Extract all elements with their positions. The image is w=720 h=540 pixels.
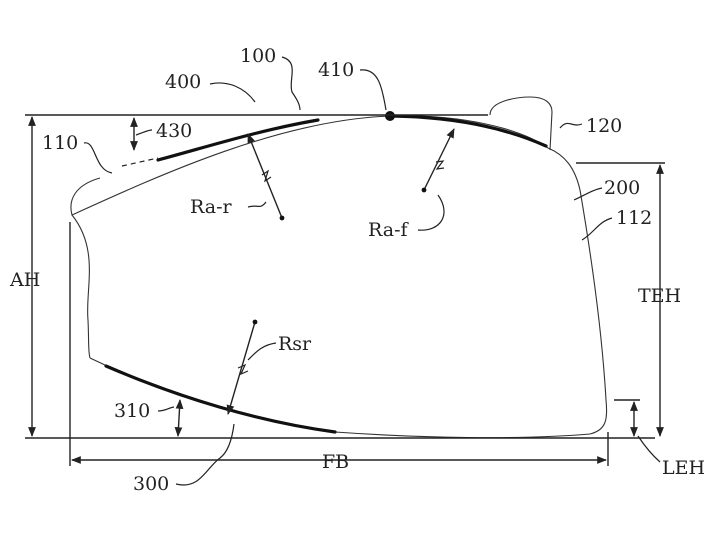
- label-ra-f: Ra-f: [368, 219, 409, 241]
- leader-120: [560, 123, 582, 128]
- label-fb: FB: [322, 451, 349, 473]
- label-310: 310: [114, 400, 150, 422]
- leader-430: [136, 130, 152, 135]
- leader-ra-r: [248, 202, 266, 207]
- radius-ra-f-break: [436, 161, 444, 169]
- label-leh: LEH: [662, 457, 705, 479]
- tank-front-contour: [548, 148, 607, 434]
- radius-ra-r-center: [280, 216, 285, 221]
- arc-bottom-300: [106, 366, 335, 432]
- tank-top-contour: [71, 116, 548, 215]
- surface-arcs: [106, 111, 546, 432]
- label-300: 300: [133, 473, 169, 495]
- label-teh: TEH: [638, 285, 681, 307]
- gap-310-arrow: [178, 400, 180, 436]
- leader-ra-f: [418, 195, 444, 230]
- radius-ra-f-line: [424, 129, 454, 190]
- radius-indicators: [228, 129, 454, 414]
- tank-rear-contour: [72, 215, 90, 358]
- label-410: 410: [318, 59, 354, 81]
- apex-point-410: [385, 111, 395, 121]
- radius-rsr-center: [253, 320, 258, 325]
- leader-410: [360, 70, 386, 110]
- text-labels: 100 400 410 120 110 430 Ra-r Ra-f 200 11…: [9, 45, 705, 495]
- label-430: 430: [156, 120, 192, 142]
- leader-110: [84, 143, 112, 173]
- radius-rsr-line: [228, 322, 255, 414]
- tank-body: [71, 97, 607, 438]
- leader-200: [574, 188, 602, 200]
- tank-bottom-contour: [90, 358, 590, 438]
- leader-300: [176, 424, 234, 485]
- label-110: 110: [42, 132, 78, 154]
- label-ah: AH: [9, 269, 40, 291]
- leader-rsr: [248, 343, 276, 360]
- radius-ra-r-line: [248, 134, 282, 218]
- label-400: 400: [165, 71, 201, 93]
- label-112: 112: [616, 207, 652, 229]
- label-200: 200: [604, 177, 640, 199]
- filler-cap: [490, 97, 552, 150]
- leader-100: [282, 57, 300, 110]
- label-ra-r: Ra-r: [190, 196, 232, 218]
- label-rsr: Rsr: [278, 333, 312, 355]
- label-100: 100: [240, 45, 276, 67]
- radius-ra-f-center: [422, 188, 427, 193]
- leader-400: [210, 83, 255, 102]
- dash-430: [122, 158, 158, 166]
- label-120: 120: [586, 115, 622, 137]
- leader-310: [158, 407, 174, 411]
- leader-leh: [638, 436, 660, 462]
